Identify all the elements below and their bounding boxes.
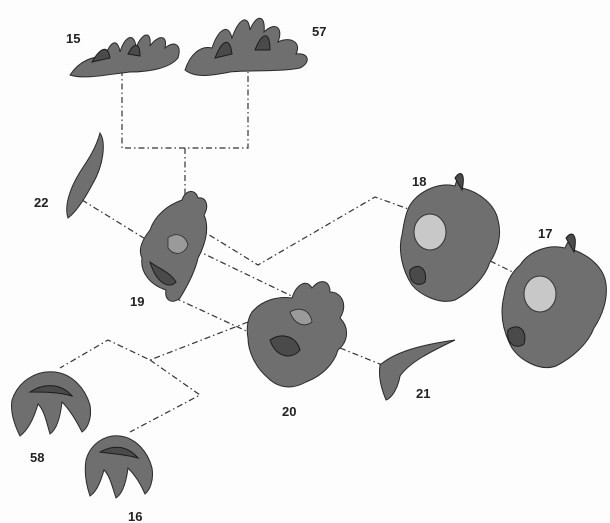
label-part-21: 21 xyxy=(416,386,430,401)
connector-19-to-18 xyxy=(198,197,425,265)
label-part-58: 58 xyxy=(30,450,44,465)
part-18-mask xyxy=(400,174,499,302)
part-20-head xyxy=(247,282,346,387)
part-58-beard xyxy=(11,372,90,436)
connector-branch-to-16 xyxy=(130,360,200,432)
connector-20-to-58 xyxy=(60,322,248,368)
label-part-22: 22 xyxy=(34,195,48,210)
connector-15-57-bracket xyxy=(122,70,248,148)
part-19-head xyxy=(140,191,206,301)
part-16-beard xyxy=(85,436,152,498)
label-part-57: 57 xyxy=(312,24,326,39)
part-17-mask xyxy=(502,234,606,368)
label-part-16: 16 xyxy=(128,509,142,523)
label-part-18: 18 xyxy=(412,174,426,189)
part-15-crest xyxy=(70,35,179,77)
connector-19base-to-20 xyxy=(175,298,255,335)
part-57-crest xyxy=(185,18,307,75)
label-part-15: 15 xyxy=(66,31,80,46)
label-part-20: 20 xyxy=(282,404,296,419)
connector-19-to-20 xyxy=(196,250,300,300)
label-part-19: 19 xyxy=(130,294,144,309)
part-22-horn xyxy=(67,133,104,218)
label-part-17: 17 xyxy=(538,226,552,241)
